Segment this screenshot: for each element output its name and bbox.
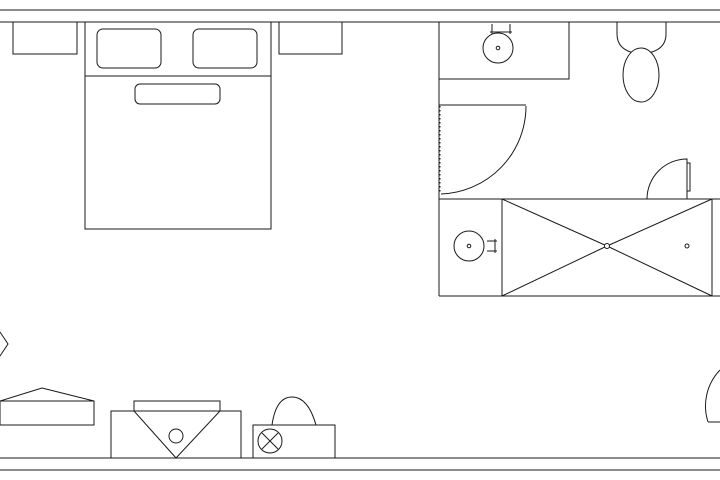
pillow-left [97, 29, 161, 68]
desk-unit [0, 388, 94, 425]
shower-head-icon [685, 244, 689, 248]
shower [502, 199, 712, 296]
lamp-icon [169, 429, 183, 443]
corner-table [111, 401, 241, 458]
sink-lower [454, 231, 497, 261]
shower-door-swing [647, 159, 690, 199]
nightstand-right [279, 22, 342, 54]
entry-door-swing [705, 370, 720, 422]
shower-drain-icon [605, 244, 610, 249]
toilet [617, 22, 666, 102]
bed [85, 22, 271, 229]
nightstand-left [13, 22, 77, 54]
bed-runner [135, 84, 220, 104]
entry-door-leaf-left [0, 332, 8, 356]
waste-basket [253, 397, 335, 458]
sink-upper [439, 22, 569, 79]
pillow-right [193, 29, 257, 68]
bathroom-door-swing [440, 106, 526, 194]
